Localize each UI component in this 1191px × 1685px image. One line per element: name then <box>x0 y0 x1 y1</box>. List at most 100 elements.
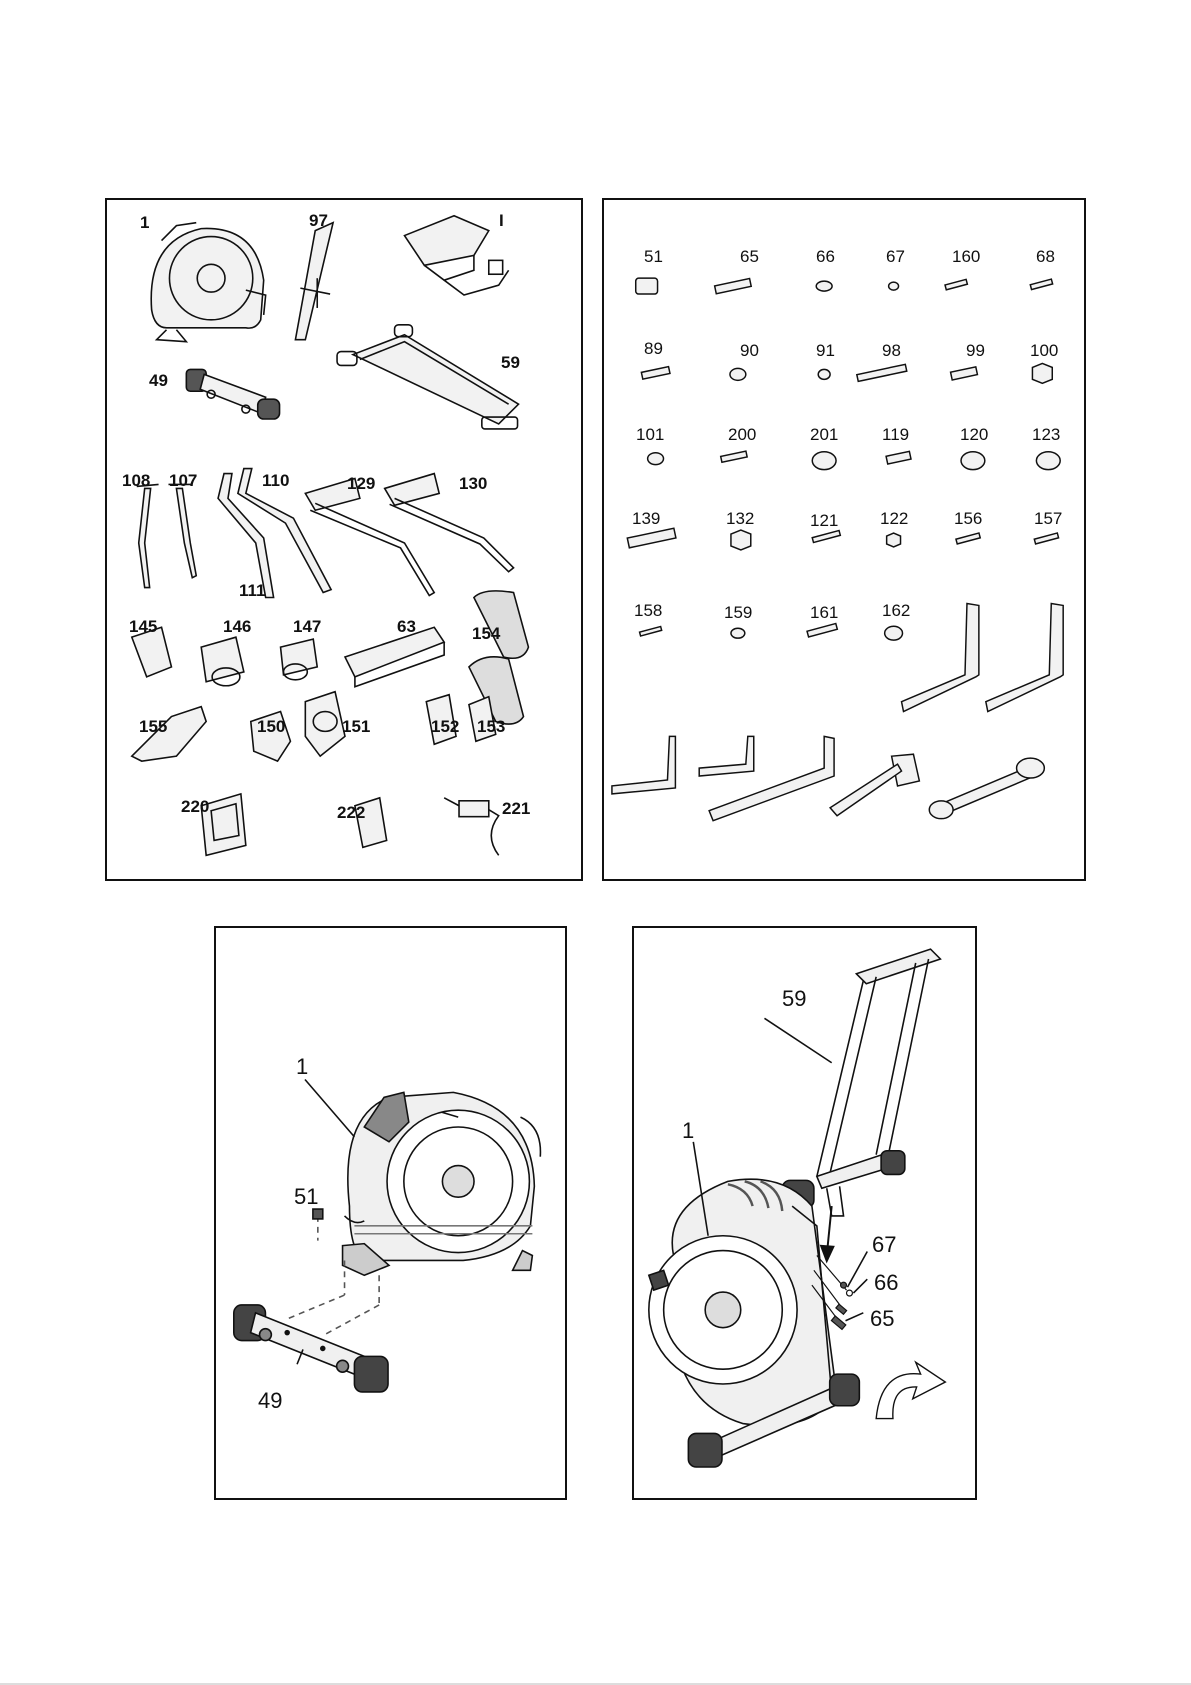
stabilizer-part <box>186 369 279 419</box>
step2-callout: 67 <box>872 1234 896 1256</box>
step2-callout: 65 <box>870 1308 894 1330</box>
front-post-part <box>295 223 333 340</box>
hardware-label: 66 <box>816 248 835 266</box>
allen-key-icon <box>699 736 754 776</box>
spanner-head-icon <box>929 801 953 819</box>
screw-icon <box>1034 533 1058 544</box>
step2-callout: 66 <box>874 1272 898 1294</box>
shroud-parts-row <box>132 627 317 686</box>
hardware-label: 123 <box>1032 426 1060 444</box>
part-label: 221 <box>502 800 530 818</box>
hardware-label: 90 <box>740 342 759 360</box>
hardware-label: 122 <box>880 510 908 528</box>
part-label: 130 <box>459 475 487 493</box>
hardware-label: 101 <box>636 426 664 444</box>
parts-drawing <box>107 200 581 879</box>
hardware-label: 98 <box>882 342 901 360</box>
part-label: 110 <box>262 472 289 490</box>
main-frame-part <box>151 223 265 342</box>
part-label: I <box>499 212 504 230</box>
nut-icon <box>636 278 658 294</box>
bolt-icon <box>812 531 840 543</box>
part-label: 49 <box>149 372 168 390</box>
part-label: 111 <box>239 582 266 600</box>
hardware-label: 161 <box>810 604 838 622</box>
washer-icon <box>889 282 899 290</box>
screw-icon <box>1030 279 1052 289</box>
step1-callout: 49 <box>258 1390 282 1412</box>
washer-icon <box>731 628 745 638</box>
part-label: 155 <box>139 718 167 736</box>
assembly-step-1: 1 51 49 <box>214 926 567 1500</box>
hardware-panel: 51 65 66 67 160 68 89 90 91 98 99 100 10… <box>602 198 1086 881</box>
allen-key-icon <box>612 736 675 794</box>
hardware-label: 160 <box>952 248 980 266</box>
screwdriver-icon <box>830 764 901 816</box>
part-label: 151 <box>342 718 370 736</box>
screw-icon <box>640 626 662 635</box>
part-label: 1 <box>140 214 149 232</box>
hardware-label: 100 <box>1030 342 1058 360</box>
handlebar-lower-parts <box>137 484 196 587</box>
part-label: 97 <box>309 212 328 230</box>
hardware-label: 200 <box>728 426 756 444</box>
hardware-label: 132 <box>726 510 754 528</box>
allen-key-icon <box>709 736 834 820</box>
screw-icon <box>721 451 747 462</box>
parts-panel: 1 97 I 59 49 108 107 110 111 129 130 145… <box>105 198 583 881</box>
hardware-label: 201 <box>810 426 838 444</box>
washer-icon <box>648 453 664 465</box>
part-label: 147 <box>293 618 321 636</box>
step2-drawing <box>634 928 975 1498</box>
hardware-label: 159 <box>724 604 752 622</box>
part-label: 146 <box>223 618 251 636</box>
hardware-label: 65 <box>740 248 759 266</box>
step1-callout: 1 <box>296 1056 308 1078</box>
washer-icon <box>812 452 836 470</box>
bolt-icon <box>627 528 676 548</box>
part-label: 107 <box>169 472 197 490</box>
bolt-icon <box>715 279 752 294</box>
bolt-icon <box>641 367 670 380</box>
part-label: 153 <box>477 718 505 736</box>
part-label: 145 <box>129 618 157 636</box>
washer-icon <box>1036 452 1060 470</box>
part-label: 108 <box>122 472 150 490</box>
rail-frame-part <box>337 325 518 429</box>
part-label: 150 <box>257 718 285 736</box>
bracket-part <box>345 627 444 686</box>
bolt-icon <box>857 364 907 381</box>
washer-icon <box>816 281 832 291</box>
hardware-label: 119 <box>882 426 909 444</box>
part-label: 222 <box>337 804 365 822</box>
hardware-label: 139 <box>632 510 660 528</box>
washer-icon <box>730 368 746 380</box>
step2-callout: 1 <box>682 1120 694 1142</box>
part-label: 129 <box>347 475 375 493</box>
step1-callout: 51 <box>294 1186 318 1208</box>
hardware-label: 120 <box>960 426 988 444</box>
part-label: 63 <box>397 618 416 636</box>
spanner-head-icon <box>1017 758 1045 778</box>
screw-icon <box>945 279 967 289</box>
hardware-drawing <box>604 200 1084 879</box>
screw-icon <box>956 533 980 544</box>
hardware-label: 51 <box>644 248 663 266</box>
washer-icon <box>818 369 830 379</box>
nut-icon <box>887 533 901 547</box>
nut-icon <box>731 530 751 550</box>
console-part <box>404 216 508 295</box>
part-label: 220 <box>181 798 209 816</box>
hardware-label: 91 <box>816 342 835 360</box>
hardware-label: 158 <box>634 602 662 620</box>
step2-callout: 59 <box>782 988 806 1010</box>
hardware-label: 156 <box>954 510 982 528</box>
allen-key-icon <box>986 603 1063 711</box>
hardware-label: 68 <box>1036 248 1055 266</box>
hardware-label: 157 <box>1034 510 1062 528</box>
part-label: 59 <box>501 354 520 372</box>
bolt-icon <box>807 624 837 637</box>
allen-key-icon <box>902 603 979 711</box>
hardware-label: 99 <box>966 342 985 360</box>
